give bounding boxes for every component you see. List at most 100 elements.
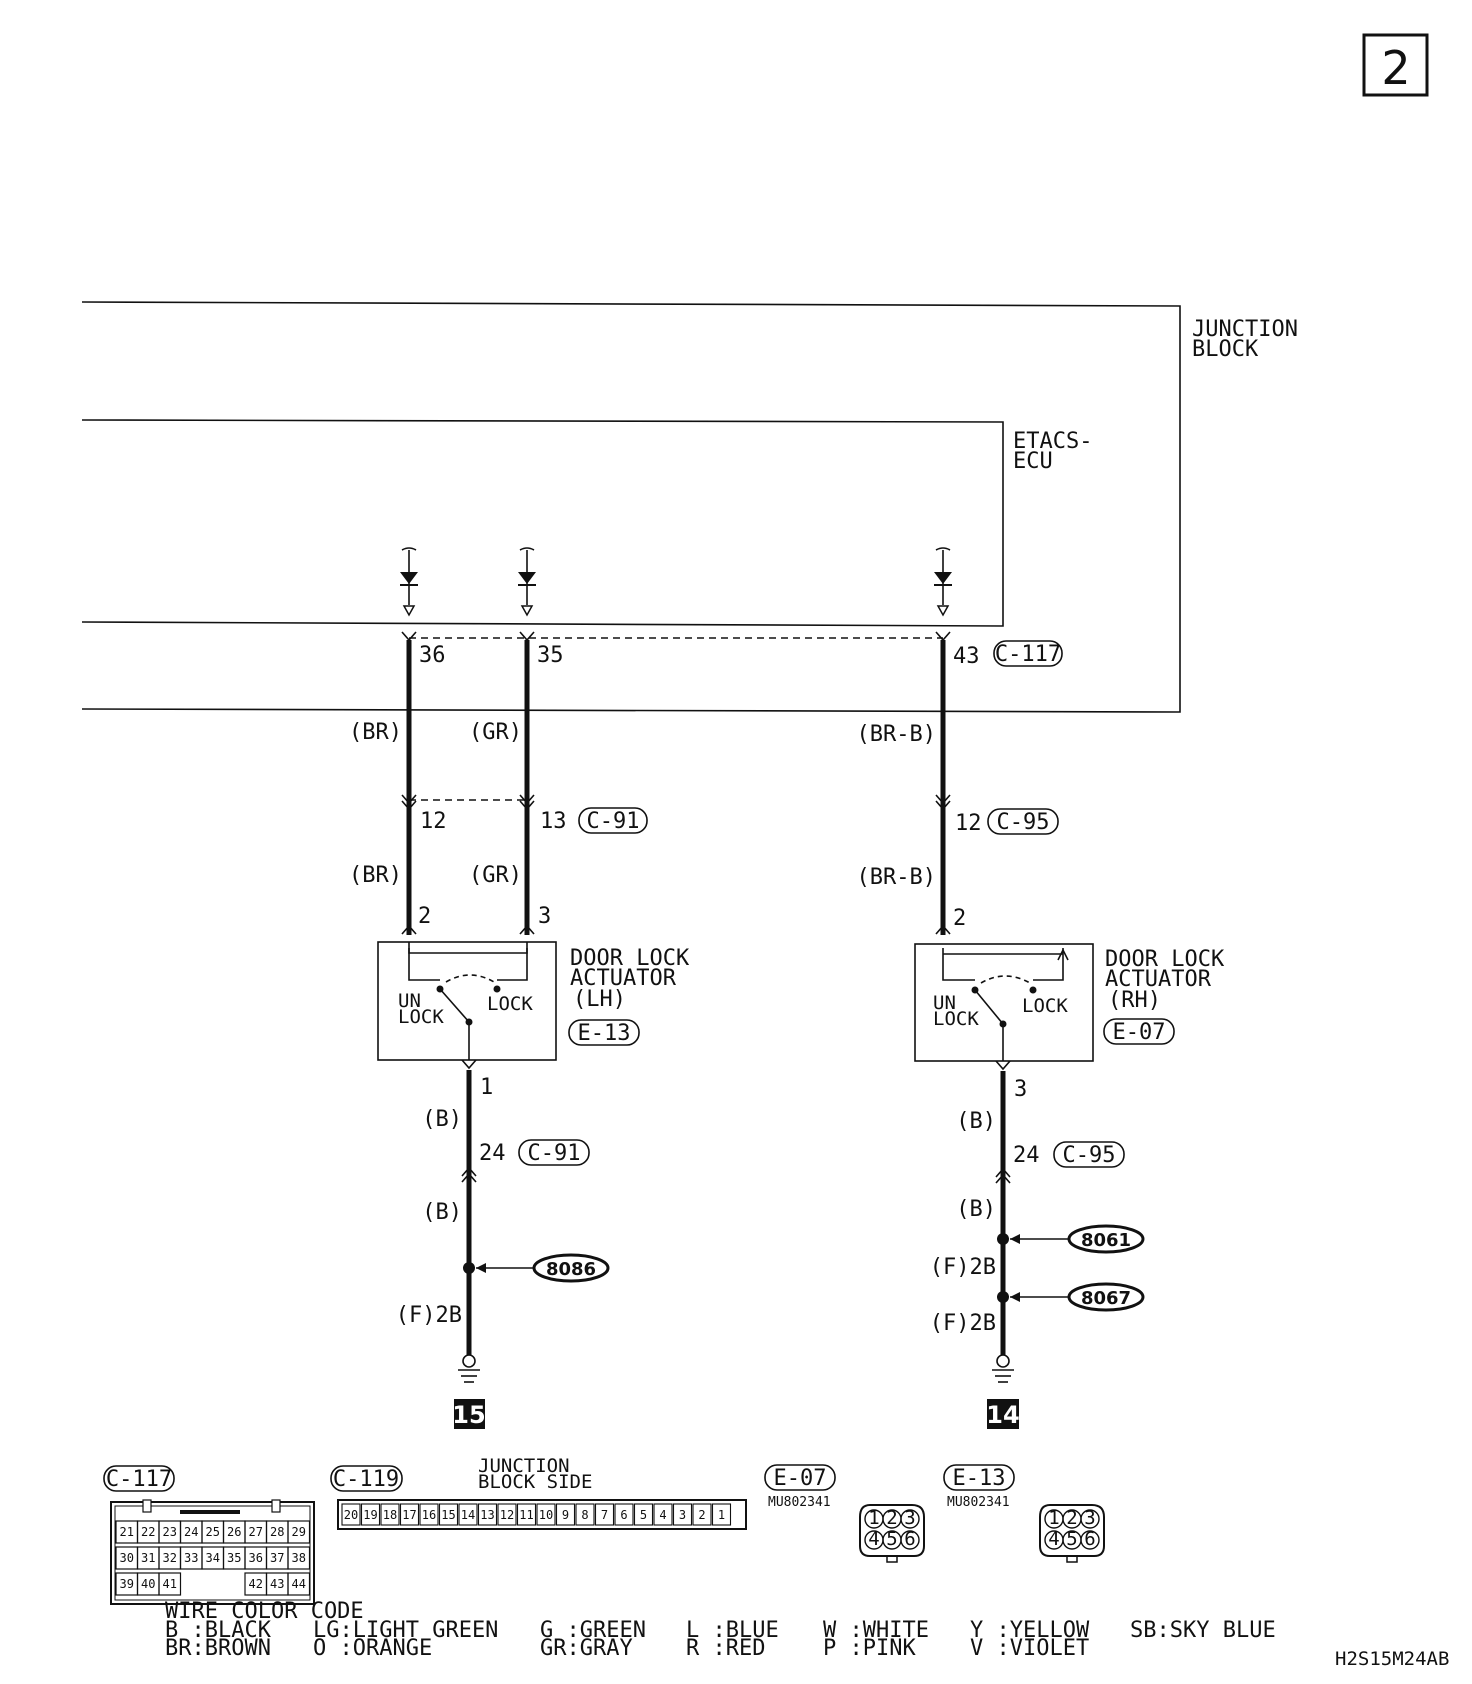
e13-pin-number: 1 <box>1048 1507 1059 1529</box>
c117-pin-43: 43 <box>953 644 980 669</box>
lh-switch-unlock-2: LOCK <box>398 1006 444 1028</box>
lh-connector-label: E-13 <box>578 1021 631 1046</box>
e13-pin-circle <box>1080 1530 1100 1550</box>
wire-43-br-b: (BR-B) (BR-B) 12 C-95 2 <box>857 640 1059 935</box>
rh-color-2: (B) <box>956 1197 996 1222</box>
c119-pin-cell <box>341 1503 361 1526</box>
e07-pin-number: 5 <box>886 1528 897 1550</box>
c119-pin-number: 20 <box>344 1508 358 1522</box>
legend-c4-1: L :BLUE <box>686 1618 779 1643</box>
c117-pin-number: 25 <box>206 1525 220 1539</box>
e07-pin-number: 6 <box>904 1528 915 1550</box>
e07-pin-number: 2 <box>886 1507 897 1529</box>
c117-pin-number: 30 <box>120 1551 134 1565</box>
page-number-box: 2 <box>1362 33 1429 97</box>
lh-splice-label: 8086 <box>546 1259 596 1280</box>
c119-caption-2: BLOCK SIDE <box>478 1471 592 1493</box>
lh-ground-number: 15 <box>452 1401 485 1429</box>
ecu-output-35-icon <box>518 547 536 617</box>
rh-ground-circuit: 3 (B) 24 C-95 (B) 8061 (F)2B 8067 (F)2B … <box>930 1060 1145 1429</box>
junction-block-label-1: JUNCTION <box>1192 317 1298 342</box>
c117-pin-number: 23 <box>163 1525 177 1539</box>
etacs-ecu-block: ETACS- ECU <box>81 419 1092 627</box>
c117-pin-number: 34 <box>206 1551 220 1565</box>
c117-pin-number: 39 <box>120 1577 134 1591</box>
lh-mid-pin: 24 <box>479 1141 506 1166</box>
lh-color-2: (B) <box>422 1200 462 1225</box>
legend-c1-2: BR:BROWN <box>165 1636 271 1661</box>
c119-pin-cell <box>438 1503 459 1526</box>
c117-pin-cell <box>158 1572 182 1596</box>
door-lock-actuator-rh: UN LOCK LOCK DOOR LOCK ACTUATOR (RH) E-0… <box>914 943 1225 1062</box>
c117-pin-number: 26 <box>227 1525 241 1539</box>
c119-pin-cell <box>614 1503 634 1526</box>
c119-pin-number: 15 <box>441 1508 455 1522</box>
wire-35-c91-pin: 13 <box>540 809 567 834</box>
e13-part-number: MU802341 <box>947 1495 1010 1510</box>
c119-pin-number: 4 <box>659 1508 666 1522</box>
wire-43-c95-pin: 12 <box>955 811 982 836</box>
legend-c4-2: R :RED <box>686 1636 765 1661</box>
rh-ground-wire: (F)2B <box>930 1311 996 1336</box>
e13-pin-number: 3 <box>1084 1507 1095 1529</box>
rh-out-pin: 3 <box>1014 1077 1027 1102</box>
c119-pin-cell <box>419 1503 439 1526</box>
page-number: 2 <box>1381 41 1410 95</box>
rh-mid-pin: 24 <box>1013 1143 1040 1168</box>
c117-pin-number: 43 <box>270 1577 284 1591</box>
c117-pin-number: 42 <box>249 1577 263 1591</box>
lh-ground-wire: (F)2B <box>396 1303 462 1328</box>
wire-36-br: (BR) (BR) 12 2 <box>349 640 447 935</box>
c119-pin-number: 16 <box>422 1508 436 1522</box>
ecu-output-43-icon <box>934 547 952 617</box>
lh-title-3: (LH) <box>573 987 626 1012</box>
rh-switch-lock: LOCK <box>1022 995 1068 1017</box>
rh-ground-number: 14 <box>986 1401 1019 1429</box>
c117-pin-number: 36 <box>249 1551 263 1565</box>
legend-c3-1: G :GREEN <box>540 1618 646 1643</box>
c119-pin-number: 18 <box>383 1508 397 1522</box>
c119-pin-number: 9 <box>562 1508 569 1522</box>
c119-pin-number: 11 <box>519 1508 533 1522</box>
c119-pin-cell <box>575 1503 595 1526</box>
rh-color-1: (B) <box>956 1109 996 1134</box>
c119-caption-1: JUNCTION <box>478 1455 570 1477</box>
c119-pin-cell <box>594 1503 615 1526</box>
etacs-ecu-label-1: ETACS- <box>1013 429 1092 454</box>
c117-pin-number: 37 <box>270 1551 284 1565</box>
legend-c6-1: Y :YELLOW <box>970 1618 1090 1643</box>
c117-pin-number: 28 <box>270 1525 284 1539</box>
rh-title-2: ACTUATOR <box>1105 967 1212 992</box>
wire-36-actuator-pin: 2 <box>418 904 431 929</box>
lh-mid-connector: C-91 <box>528 1141 581 1166</box>
c95-label-top: C-95 <box>997 810 1050 835</box>
e13-view-label: E-13 <box>953 1466 1006 1491</box>
c117-pin-36: 36 <box>419 643 446 668</box>
wire-36-color-lower: (BR) <box>349 863 402 888</box>
c119-pin-cell <box>692 1503 712 1526</box>
c119-pin-cell <box>497 1503 517 1526</box>
c117-pin-number: 31 <box>141 1551 155 1565</box>
e07-pin-circle <box>900 1530 920 1550</box>
wire-35-color-upper: (GR) <box>469 720 522 745</box>
document-code: H2S15M24AB <box>1335 1648 1449 1670</box>
e07-pin-number: 4 <box>868 1528 879 1550</box>
rh-mid-connector: C-95 <box>1063 1143 1116 1168</box>
lh-title-1: DOOR LOCK <box>570 946 690 971</box>
c117-pin-number: 40 <box>141 1577 155 1591</box>
c119-pin-number: 10 <box>539 1508 553 1522</box>
ecu-output-36-icon <box>400 547 418 617</box>
lh-ground-circuit: 1 (B) 24 C-91 (B) 8086 (F)2B 15 <box>396 1059 610 1429</box>
c117-pin-number: 22 <box>141 1525 155 1539</box>
lh-switch-lock: LOCK <box>487 993 533 1015</box>
c119-pin-cell <box>536 1503 556 1526</box>
c117-pin-number: 35 <box>227 1551 241 1565</box>
legend-title: WIRE COLOR CODE <box>165 1599 364 1624</box>
c117-pin-number: 29 <box>292 1525 306 1539</box>
c119-pin-number: 8 <box>581 1508 588 1522</box>
c119-pin-number: 7 <box>601 1508 608 1522</box>
